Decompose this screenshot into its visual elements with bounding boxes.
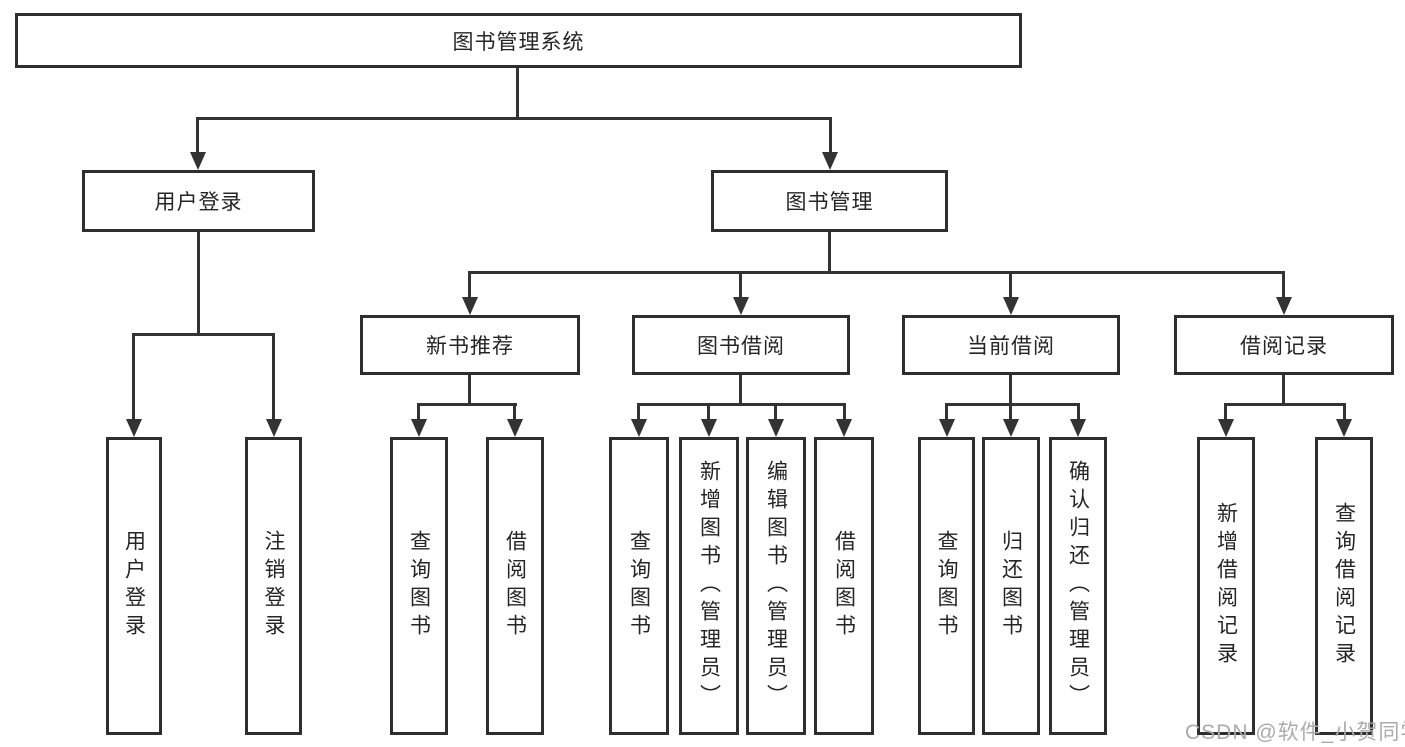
connector-line: [272, 333, 275, 421]
leaf-add-borrow-record: 新增借阅记录: [1197, 437, 1255, 735]
leaf-label: 查询借阅记录: [1332, 502, 1356, 670]
node-user-login-label: 用户登录: [154, 191, 243, 214]
connector-line: [1282, 271, 1285, 301]
node-book-management-label: 图书管理: [785, 191, 874, 214]
connector-line: [516, 68, 519, 119]
connector-line: [468, 271, 1285, 274]
node-user-login: 用户登录: [82, 170, 315, 232]
arrowhead-icon: [939, 419, 955, 437]
node-root: 图书管理系统: [15, 13, 1022, 68]
connector-line: [1343, 403, 1346, 421]
connector-line: [1224, 403, 1227, 421]
arrowhead-icon: [701, 419, 717, 437]
leaf-label: 新增图书（管理员）: [697, 460, 721, 712]
leaf-label: 借阅图书: [832, 530, 856, 642]
connector-line: [468, 271, 471, 301]
node-borrowing-records: 借阅记录: [1174, 315, 1394, 375]
arrowhead-icon: [1003, 297, 1019, 315]
node-book-borrowing-label: 图书借阅: [697, 335, 785, 358]
leaf-label: 查询图书: [935, 530, 958, 642]
connector-line: [843, 403, 846, 421]
leaf-label: 查询图书: [627, 530, 651, 642]
leaf-label: 查询图书: [407, 530, 431, 642]
connector-line: [132, 333, 275, 336]
leaf-edit-books-admin: 编辑图书（管理员）: [746, 437, 806, 735]
leaf-query-books-3: 查询图书: [918, 437, 975, 735]
arrowhead-icon: [631, 419, 647, 437]
arrowhead-icon: [1003, 419, 1019, 437]
node-book-borrowing: 图书借阅: [632, 315, 850, 375]
arrowhead-icon: [1218, 419, 1234, 437]
arrowhead-icon: [822, 152, 838, 170]
connector-line: [513, 403, 516, 421]
node-current-borrowing: 当前借阅: [902, 315, 1120, 375]
connector-line: [739, 271, 742, 301]
leaf-label: 注销登录: [262, 530, 285, 642]
leaf-add-books-admin: 新增图书（管理员）: [679, 437, 739, 735]
node-root-label: 图书管理系统: [452, 30, 585, 54]
connector-line: [829, 117, 832, 155]
connector-line: [417, 403, 517, 406]
leaf-label: 新增借阅记录: [1214, 502, 1238, 670]
connector-line: [197, 232, 200, 336]
connector-line: [132, 333, 135, 421]
connector-line: [1009, 271, 1012, 301]
connector-line: [196, 117, 199, 155]
connector-line: [739, 375, 742, 406]
connector-line: [417, 403, 420, 421]
arrowhead-icon: [190, 152, 206, 170]
arrowhead-icon: [266, 419, 282, 437]
connector-line: [945, 403, 1080, 406]
csdn-watermark: CSDN @软件_小贺同学: [1185, 721, 1405, 744]
arrowhead-icon: [733, 297, 749, 315]
connector-line: [707, 403, 710, 421]
arrowhead-icon: [462, 297, 478, 315]
connector-line: [774, 403, 777, 421]
connector-line: [1224, 403, 1346, 406]
arrowhead-icon: [507, 419, 523, 437]
connector-line: [945, 403, 948, 421]
connector-line: [828, 232, 831, 273]
arrowhead-icon: [1276, 297, 1292, 315]
node-current-borrowing-label: 当前借阅: [967, 335, 1055, 358]
connector-line: [1077, 403, 1080, 421]
leaf-borrow-books-2: 借阅图书: [814, 437, 874, 735]
arrowhead-icon: [126, 419, 142, 437]
connector-line: [637, 403, 846, 406]
arrowhead-icon: [411, 419, 427, 437]
leaf-logout: 注销登录: [245, 437, 302, 735]
leaf-label: 借阅图书: [503, 530, 527, 642]
leaf-return-books: 归还图书: [982, 437, 1040, 735]
leaf-borrow-books-1: 借阅图书: [486, 437, 544, 735]
arrowhead-icon: [836, 419, 852, 437]
connector-line: [196, 117, 832, 120]
connector-line: [637, 403, 640, 421]
leaf-query-books-1: 查询图书: [390, 437, 448, 735]
connector-line: [1009, 403, 1012, 421]
leaf-user-login: 用户登录: [106, 437, 162, 735]
connector-line: [1009, 375, 1012, 406]
node-new-book-recommend-label: 新书推荐: [426, 335, 514, 358]
connector-line: [468, 375, 471, 406]
leaf-label: 用户登录: [122, 530, 146, 642]
leaf-confirm-return-admin: 确认归还（管理员）: [1049, 437, 1107, 735]
leaf-label: 编辑图书（管理员）: [764, 460, 788, 712]
leaf-label: 归还图书: [999, 530, 1023, 642]
arrowhead-icon: [1336, 419, 1352, 437]
leaf-label: 确认归还（管理员）: [1066, 460, 1090, 712]
arrowhead-icon: [768, 419, 784, 437]
leaf-query-borrow-record: 查询借阅记录: [1315, 437, 1373, 735]
node-borrowing-records-label: 借阅记录: [1240, 335, 1328, 358]
arrowhead-icon: [1070, 419, 1086, 437]
leaf-query-books-2: 查询图书: [609, 437, 669, 735]
node-new-book-recommend: 新书推荐: [360, 315, 580, 375]
node-book-management: 图书管理: [711, 170, 948, 232]
connector-line: [1282, 375, 1285, 406]
